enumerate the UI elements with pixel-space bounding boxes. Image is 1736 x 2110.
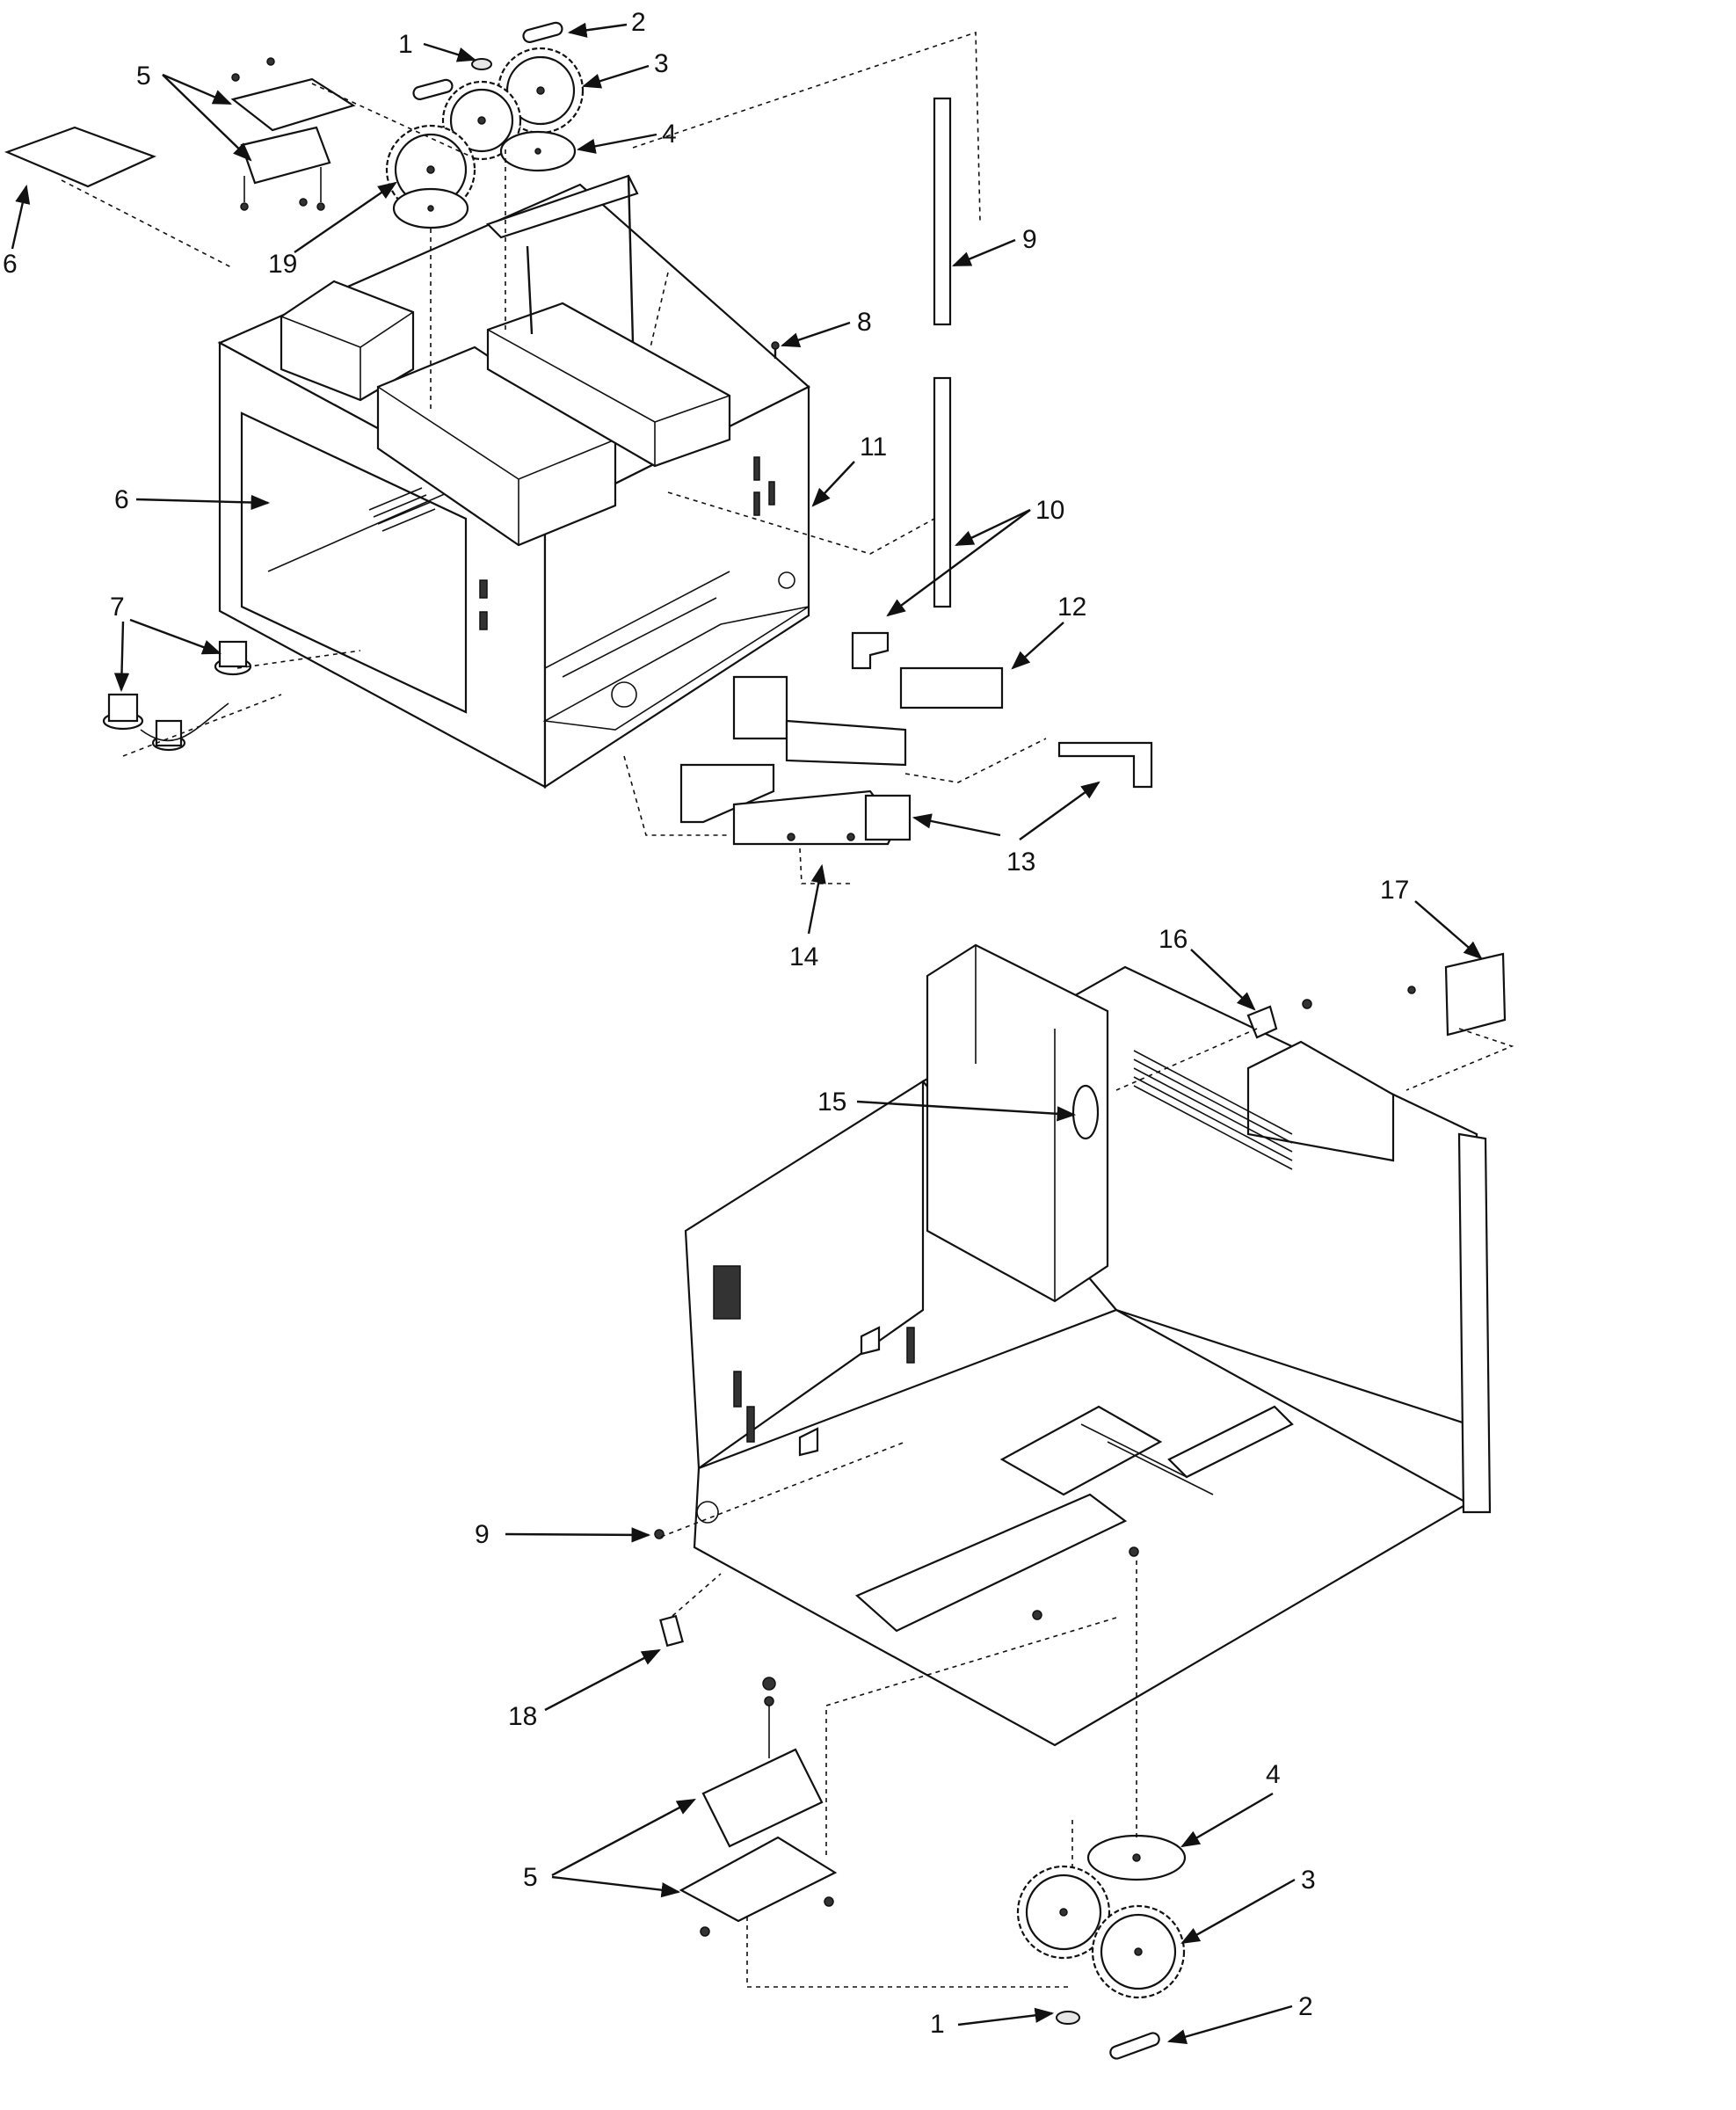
callout-top-11: 11	[860, 433, 887, 462]
washer-1-bottom	[1056, 2011, 1080, 2025]
baffles-12-13-14	[623, 631, 1153, 884]
outer-case-chassis	[684, 943, 1492, 1747]
callout-top-5: 5	[136, 62, 151, 91]
callout-bot-16: 16	[1159, 925, 1188, 954]
link-2	[522, 21, 563, 43]
callout-top-1: 1	[398, 30, 413, 59]
link-2-bottom	[1109, 2032, 1160, 2060]
callout-top-8: 8	[857, 308, 872, 337]
callout-top-7: 7	[110, 593, 125, 622]
stirrer-parts-bottom	[1016, 1561, 1187, 2060]
vent-grille	[368, 487, 436, 532]
motor-plates-top	[230, 57, 476, 211]
part-10-strip	[933, 376, 952, 608]
screw-8	[771, 341, 780, 359]
callout-bot-5: 5	[523, 1863, 538, 1892]
part-6-pad-sheet	[4, 126, 156, 188]
callout-top-14: 14	[789, 942, 818, 971]
callout-top-3: 3	[654, 49, 669, 78]
callout-bot-17: 17	[1380, 876, 1409, 905]
chassis-vent-grille	[1133, 1050, 1293, 1170]
magnetron-block	[376, 346, 617, 547]
callout-top-2: 2	[631, 8, 646, 37]
callout-top-12: 12	[1057, 593, 1086, 622]
transformer-block	[280, 280, 415, 402]
washer-1	[471, 58, 492, 70]
part-9-strip	[933, 97, 952, 326]
callout-top-9: 9	[1022, 225, 1037, 254]
callout-top-6a: 6	[3, 250, 18, 279]
motor-plates-bottom	[679, 1617, 1117, 1988]
callout-bot-1: 1	[930, 2010, 945, 2039]
stirrer-parts-top	[385, 21, 585, 413]
tube-15	[1071, 1084, 1100, 1140]
switch-18	[659, 1573, 722, 1648]
callout-top-10: 10	[1035, 496, 1064, 525]
callout-top-4: 4	[662, 120, 677, 149]
top-bracket	[485, 174, 639, 239]
top-assembly	[4, 21, 1153, 884]
callout-bot-3: 3	[1301, 1866, 1316, 1895]
lamp-sockets-7	[102, 640, 361, 757]
callout-bot-15: 15	[817, 1088, 846, 1117]
bottom-assembly	[654, 943, 1514, 2060]
bracket-16	[1115, 999, 1312, 1091]
callout-bot-2: 2	[1298, 1992, 1313, 2021]
callout-top-13: 13	[1006, 848, 1035, 877]
callout-bot-9: 9	[475, 1520, 490, 1549]
callout-bot-18: 18	[508, 1702, 537, 1731]
capacitor-block	[486, 302, 731, 468]
callout-top-19: 19	[268, 250, 297, 279]
callout-top-6b: 6	[114, 485, 129, 514]
screw-9-bottom	[654, 1441, 906, 1539]
callout-labels: 1 2 3 4 5 6 6 7 8 9 10 11 12 13 14 19	[3, 8, 1483, 2044]
callout-bot-4: 4	[1266, 1760, 1281, 1789]
cover-17	[1444, 952, 1507, 1037]
